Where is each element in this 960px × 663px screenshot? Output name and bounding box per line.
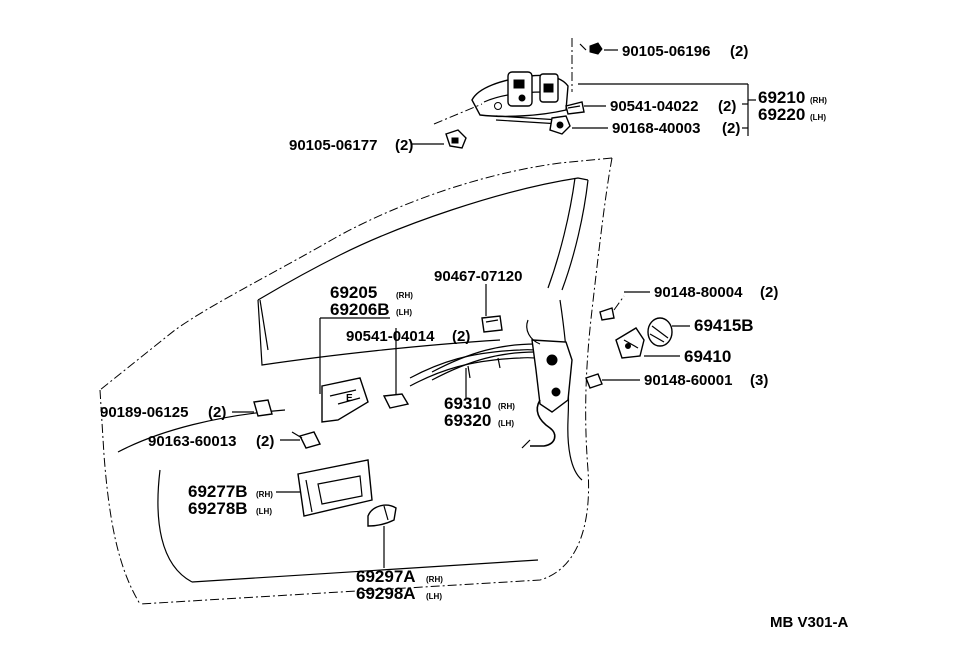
part-number: 90189-06125 [100, 404, 188, 421]
part-qty: (2) [760, 284, 778, 301]
label-90168-40003: 90168-40003 (2) [612, 120, 740, 137]
label-90541-04022: 90541-04022 (2) [610, 98, 736, 115]
label-69298a: 69298A (LH) [356, 584, 442, 603]
nut-90168-40003-icon [549, 115, 571, 135]
label-69320: 69320 (LH) [444, 411, 514, 430]
label-69206b: 69206B (LH) [330, 300, 412, 319]
screw-90105-06177-icon [445, 129, 467, 149]
screw-90163-60013-icon [291, 431, 322, 449]
part-number: 69415B [694, 316, 754, 335]
label-69220: 69220 (LH) [758, 105, 826, 124]
label-69277b: 69277B (RH) [188, 482, 273, 501]
part-suffix: (LH) [426, 592, 442, 601]
label-69210: 69210 (RH) [758, 88, 827, 107]
part-number: 90105-06196 [622, 43, 710, 60]
label-69297a: 69297A (RH) [356, 567, 443, 586]
screw-90148-60001-icon [585, 373, 603, 389]
part-suffix: (LH) [498, 419, 514, 428]
door-lock-assembly [409, 319, 573, 449]
label-90148-80004: 90148-80004 (2) [654, 284, 778, 301]
part-suffix: (RH) [426, 575, 443, 584]
label-90189-06125: 90189-06125 (2) [100, 404, 226, 421]
part-number: 90105-06177 [289, 137, 377, 154]
bolt-90541-04014-icon [382, 393, 410, 409]
part-number: 90148-60001 [644, 372, 732, 389]
cover-69415b-icon [647, 317, 673, 347]
part-qty: (2) [722, 120, 740, 137]
label-69415b: 69415B [694, 316, 754, 335]
part-qty: (3) [750, 372, 768, 389]
part-number: 69410 [684, 347, 731, 366]
clip-90189-06125-icon [253, 399, 273, 417]
part-qty: (2) [718, 98, 736, 115]
label-90163-60013: 90163-60013 (2) [148, 433, 274, 450]
bezel-69277b-icon [297, 459, 373, 517]
part-number: 69298A [356, 584, 416, 603]
part-number: 90163-60013 [148, 433, 236, 450]
diagram-id: MB V301-A [770, 614, 849, 631]
part-qty: (2) [395, 137, 413, 154]
inside-handle-69205-icon: E [321, 377, 369, 423]
part-suffix: (LH) [396, 308, 412, 317]
label-90541-04014: 90541-04014 (2) [346, 328, 470, 345]
part-number: 69205 [330, 283, 377, 302]
screw-90148-80004-icon [599, 295, 625, 321]
part-suffix: (RH) [396, 291, 413, 300]
label-90105-06196: 90105-06196 (2) [622, 43, 748, 60]
striker-69410-icon [615, 327, 645, 359]
part-number: 69206B [330, 300, 390, 319]
part-suffix: (LH) [256, 507, 272, 516]
part-suffix: (RH) [256, 490, 273, 499]
part-number: 69310 [444, 394, 491, 413]
part-qty: (2) [208, 404, 226, 421]
part-number: 69320 [444, 411, 491, 430]
part-number: 90541-04022 [610, 98, 698, 115]
part-number: 69220 [758, 105, 805, 124]
part-number: 90148-80004 [654, 284, 743, 301]
svg-text:E: E [346, 393, 353, 404]
door-outline [99, 157, 613, 605]
part-number: 69297A [356, 567, 416, 586]
part-suffix: (RH) [498, 402, 515, 411]
leader-lines [232, 49, 756, 568]
part-number: 69210 [758, 88, 805, 107]
part-qty: (2) [730, 43, 748, 60]
label-90148-60001: 90148-60001 (3) [644, 372, 768, 389]
outside-handle-assembly [433, 38, 573, 125]
part-number: 90168-40003 [612, 120, 700, 137]
part-suffix: (RH) [810, 96, 827, 105]
part-suffix: (LH) [810, 113, 826, 122]
label-69410: 69410 [684, 347, 731, 366]
bolt-90541-04022-icon [565, 101, 585, 115]
part-number: 69277B [188, 482, 248, 501]
part-qty: (2) [256, 433, 274, 450]
label-69310: 69310 (RH) [444, 394, 515, 413]
part-qty: (2) [452, 328, 470, 345]
pull-handle-69297a-icon [367, 504, 397, 527]
part-number: 90467-07120 [434, 268, 522, 285]
screw-90105-06196-icon [579, 42, 603, 55]
label-69278b: 69278B (LH) [188, 499, 272, 518]
part-number: 69278B [188, 499, 248, 518]
part-number: 90541-04014 [346, 328, 435, 345]
label-90105-06177: 90105-06177 (2) [289, 137, 413, 154]
label-69205: 69205 (RH) [330, 283, 413, 302]
label-90467-07120: 90467-07120 [434, 268, 522, 285]
clip-90467-07120-icon [481, 315, 503, 333]
